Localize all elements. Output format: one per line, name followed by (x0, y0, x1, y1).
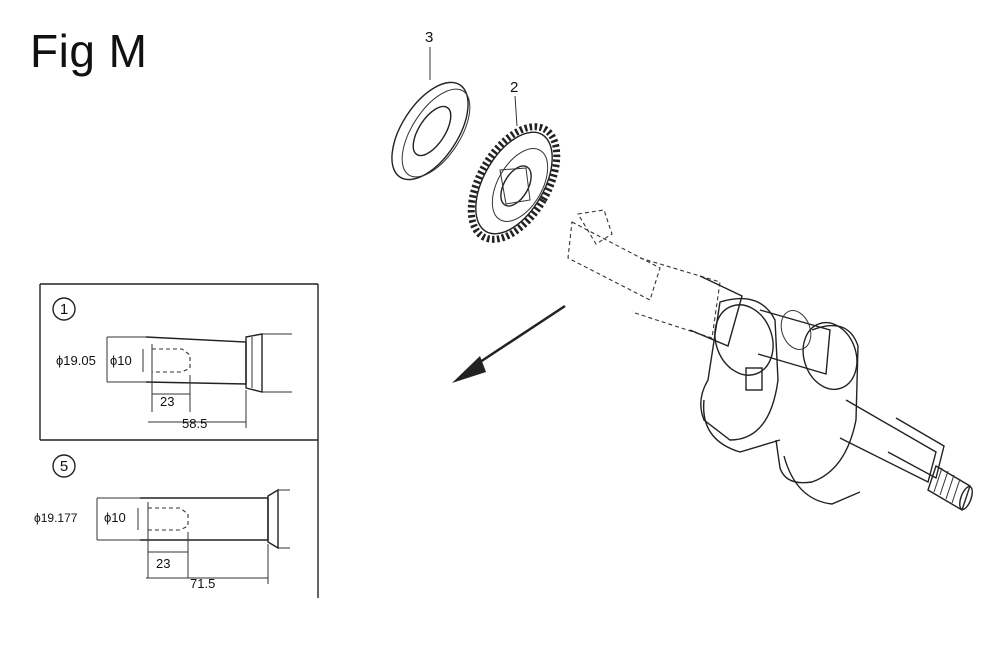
threaded-end (927, 464, 973, 512)
detail-1-length: 58.5 (182, 416, 207, 431)
washer-outer (391, 81, 469, 181)
detail-1-marker: 1 (60, 301, 68, 318)
thread-1 (933, 467, 943, 493)
detail-5-marker-circle (52, 454, 76, 478)
washer-callout: 3 (425, 29, 433, 46)
crank-web-2-base (783, 455, 861, 505)
gear-callout: 2 (510, 79, 518, 96)
gear-leader (514, 95, 518, 127)
output-shaft-step (887, 417, 945, 480)
crankshaft-part (567, 209, 973, 512)
detail-5-shoulder (267, 488, 279, 550)
detail-5-hole (148, 507, 189, 531)
detail-5-inner-diameter: ϕ10 (104, 510, 126, 525)
figure-title: Fig M (30, 25, 148, 77)
detail-1-hole (152, 348, 191, 373)
crank-web-1-face (714, 304, 774, 376)
crank-web-1-base (702, 399, 781, 453)
detail-5: 5 ϕ19.177 ϕ10 23 71.5 (34, 454, 290, 591)
detail-5-shaft (140, 497, 269, 541)
crankshaft-taper (567, 221, 661, 301)
detail-5-outer-diameter: ϕ19.177 (34, 511, 78, 525)
detail-1-outer-diameter: ϕ19.05 (56, 353, 96, 368)
crank-web-2-face (802, 321, 858, 391)
detail-1-shoulder (245, 333, 263, 393)
detail-1-depth: 23 (160, 394, 174, 409)
gear-part: 2 (467, 79, 561, 243)
direction-arrow (452, 304, 566, 383)
detail-1-shaft (145, 336, 247, 385)
gear-teeth (467, 123, 561, 243)
detail-5-depth: 23 (156, 556, 170, 571)
arrow-shaft (473, 304, 566, 368)
thread-2 (939, 470, 949, 496)
detail-5-marker: 5 (60, 458, 68, 475)
crankshaft-tip (577, 209, 613, 245)
thread-body (927, 464, 971, 512)
detail-5-length: 71.5 (190, 576, 215, 591)
detail-1: 1 ϕ19.05 ϕ10 23 58.5 (52, 297, 292, 431)
thread-tip (959, 485, 973, 511)
output-shaft (839, 399, 937, 484)
detail-1-marker-circle (52, 297, 76, 321)
washer-hole (412, 105, 452, 157)
gear-rim (475, 131, 553, 235)
thread-4 (951, 478, 961, 504)
thread-3 (945, 474, 955, 500)
crank-pin (757, 309, 831, 375)
crank-web-1-block (745, 367, 763, 391)
washer-part: 3 (391, 29, 471, 181)
crankshaft-journal (689, 275, 743, 347)
arrow-head (452, 356, 486, 383)
crankshaft-journal-dashed (631, 257, 721, 339)
detail-panel (39, 283, 319, 598)
gear-bore (500, 165, 532, 207)
gear-keyway (499, 167, 531, 205)
detail-1-inner-diameter: ϕ10 (110, 353, 132, 368)
crank-web-1 (700, 297, 779, 441)
washer-edge (401, 88, 471, 178)
crank-web-2 (775, 324, 859, 484)
